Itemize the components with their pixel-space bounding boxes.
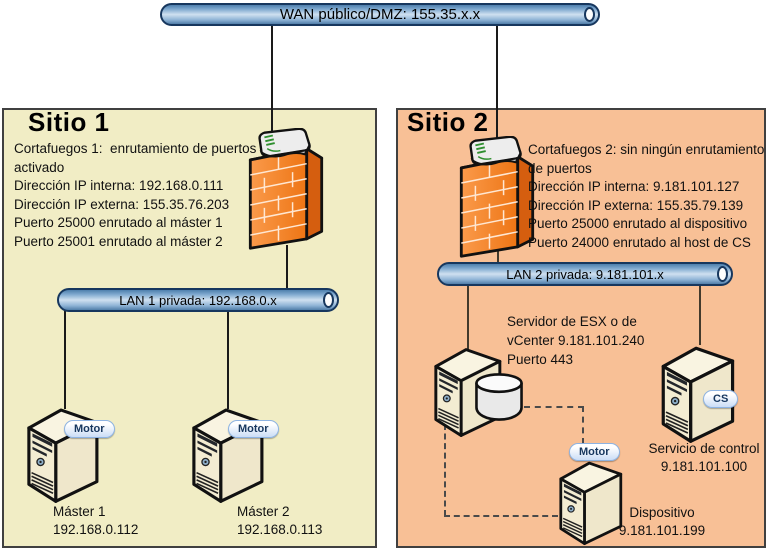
info-line: Dirección IP interna: 9.181.101.127 — [528, 179, 740, 194]
device-motor-badge: Motor — [569, 443, 620, 461]
dashed-connector-db-device — [582, 406, 584, 444]
lan2-pipe: LAN 2 privada: 9.181.101.x — [437, 262, 733, 286]
pipe-cap — [717, 266, 728, 282]
esx-caption-line: Puerto 443 — [507, 352, 574, 367]
info-line: Puerto 25001 enrutado al máster 2 — [14, 233, 223, 249]
wan-pipe: WAN público/DMZ: 155.35.x.x — [160, 3, 600, 26]
esx-caption-line: Servidor de ESX o de — [507, 314, 637, 329]
connector-lan2-cs — [699, 285, 701, 345]
database-icon — [471, 371, 527, 423]
wan-label: WAN público/DMZ: 155.35.x.x — [279, 6, 481, 23]
info-line: Puerto 25000 enrutado al máster 1 — [14, 215, 223, 230]
info-line: Dirección IP externa: 155.35.79.139 — [528, 197, 744, 213]
info-line: Dirección IP externa: 155.35.76.203 — [14, 196, 230, 212]
master1-motor-badge: Motor — [64, 420, 115, 438]
device-caption: Dispositivo 9.181.101.199 — [602, 504, 722, 540]
cs-badge: CS — [703, 390, 739, 408]
info-line: Puerto 25000 enrutado al dispositivo — [528, 216, 748, 231]
site2-title: Sitio 2 — [407, 107, 489, 137]
pipe-cap — [584, 7, 595, 22]
lan1-pipe: LAN 1 privada: 192.168.0.x — [57, 288, 339, 312]
connector-lan1-master2 — [227, 311, 229, 409]
master2-name: Máster 2 — [237, 504, 290, 519]
connector-wan-firewall1 — [271, 25, 273, 150]
lan2-label: LAN 2 privada: 9.181.101.x — [506, 266, 664, 282]
control-ip: 9.181.101.100 — [660, 459, 748, 474]
master1-caption: Máster 1 192.168.0.112 — [53, 503, 138, 539]
esx-caption-line: vCenter 9.181.101.240 — [507, 333, 645, 348]
master1-ip: 192.168.0.112 — [53, 522, 139, 537]
control-caption: Servicio de control 9.181.101.100 — [640, 440, 768, 476]
master1-server-icon — [20, 402, 104, 504]
connector-wan-firewall2 — [496, 25, 498, 165]
info-line: Cortafuegos 1: enrutamiento de puertos — [14, 141, 257, 156]
pipe-cap — [323, 292, 334, 308]
info-line: Cortafuegos 2: sin ningún enrutamiento — [528, 142, 765, 157]
esx-caption: Servidor de ESX o de vCenter 9.181.101.2… — [507, 312, 644, 369]
site1-firewall-info: Cortafuegos 1: enrutamiento de puertos a… — [14, 140, 256, 251]
info-line: Puerto 24000 enrutado al host de CS — [528, 234, 751, 250]
control-name: Servicio de control — [648, 441, 760, 456]
master2-caption: Máster 2 192.168.0.113 — [237, 503, 322, 539]
dashed-connector-db-device — [524, 406, 584, 408]
info-line: activado — [14, 159, 65, 175]
connector-lan2-esx — [467, 285, 469, 350]
dashed-connector-esx-device — [444, 515, 558, 517]
device-name: Dispositivo — [629, 505, 695, 520]
lan1-label: LAN 1 privada: 192.168.0.x — [119, 292, 277, 308]
device-ip: 9.181.101.199 — [618, 523, 706, 538]
site2-firewall-info: Cortafuegos 2: sin ningún enrutamiento d… — [528, 141, 764, 252]
master2-ip: 192.168.0.113 — [237, 522, 323, 537]
site1-title: Sitio 1 — [28, 107, 110, 137]
connector-firewall1-lan1 — [286, 245, 288, 290]
connector-lan1-master1 — [64, 311, 66, 409]
master2-server-icon — [185, 402, 269, 504]
dashed-connector-esx-device — [444, 424, 446, 516]
master1-name: Máster 1 — [53, 504, 106, 519]
info-line: Dirección IP interna: 192.168.0.111 — [14, 178, 224, 193]
info-line: de puertos — [528, 160, 592, 176]
master2-motor-badge: Motor — [228, 420, 279, 438]
connector-firewall2-lan2 — [497, 250, 499, 264]
